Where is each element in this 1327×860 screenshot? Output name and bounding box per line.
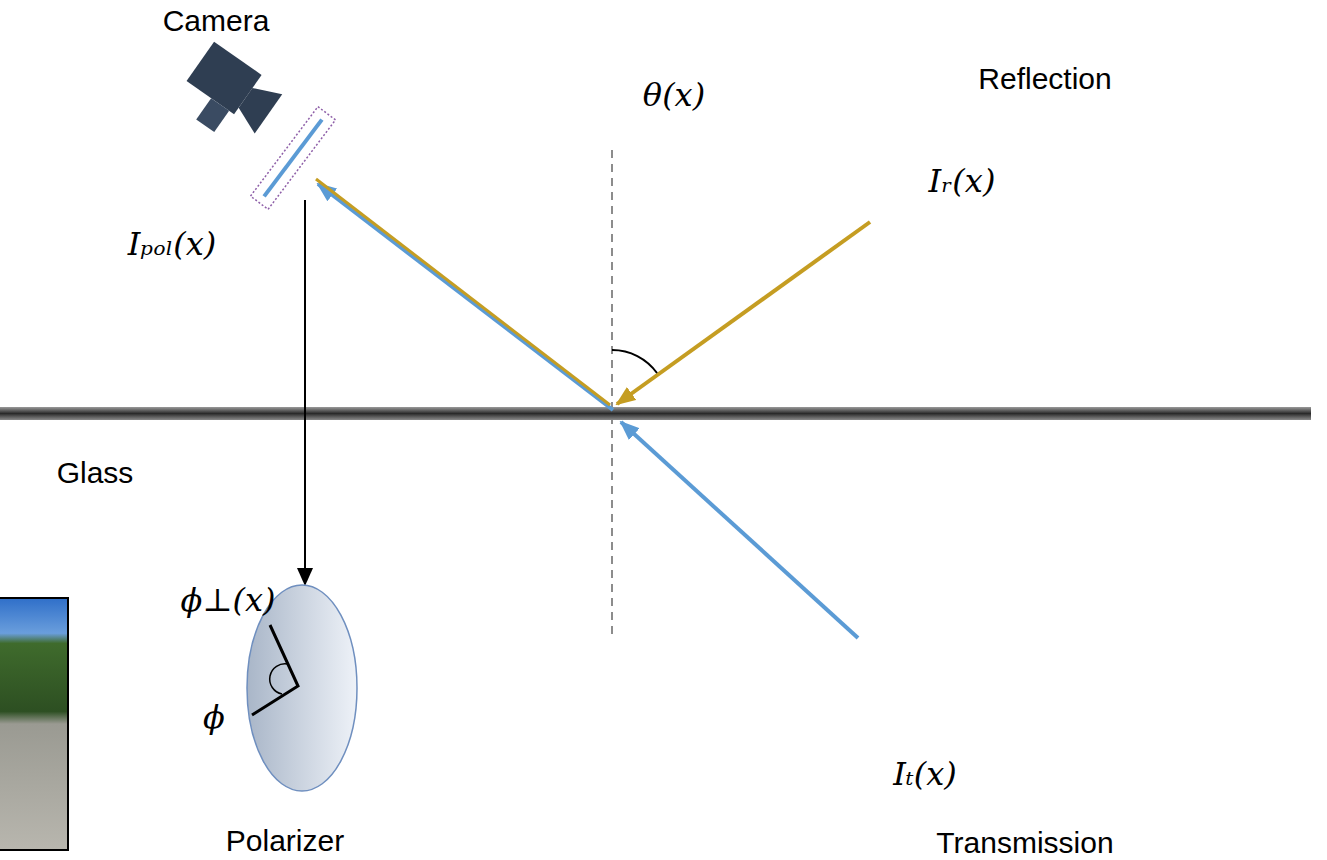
outgoing-transmission-ray — [318, 184, 613, 410]
glass-pane — [0, 407, 1311, 420]
part-label: Polarizer — [226, 824, 344, 857]
part-label: Camera — [163, 4, 270, 37]
symbol-label: Iₚₒₗ(x) — [128, 227, 217, 262]
angle-label: θ(x) — [643, 78, 705, 113]
polarizer-angle-arc — [270, 664, 288, 694]
camera-icon — [172, 42, 285, 152]
polarizer-disc: ϕ⊥(x) ϕPolarizer — [180, 575, 370, 858]
polarizer-filter — [251, 107, 336, 210]
part-label: Transmission — [936, 826, 1113, 859]
part-label: Glass — [57, 456, 134, 489]
photo-fragment — [0, 598, 68, 850]
symbol-label: Iₜ(x) — [893, 757, 957, 792]
angle-label: ϕ⊥(x) — [181, 583, 276, 618]
angle-arc — [612, 350, 657, 373]
leader-line — [304, 200, 306, 584]
polarizer-axes — [252, 625, 298, 715]
part-label: Reflection — [978, 62, 1111, 95]
transmission-ray — [621, 422, 858, 638]
reflection-ray — [617, 222, 870, 404]
angle-label: ϕ — [203, 700, 225, 735]
symbol-label: Iᵣ(x) — [929, 164, 996, 199]
outgoing-reflection-ray — [316, 179, 610, 405]
surface-normal — [611, 150, 613, 640]
